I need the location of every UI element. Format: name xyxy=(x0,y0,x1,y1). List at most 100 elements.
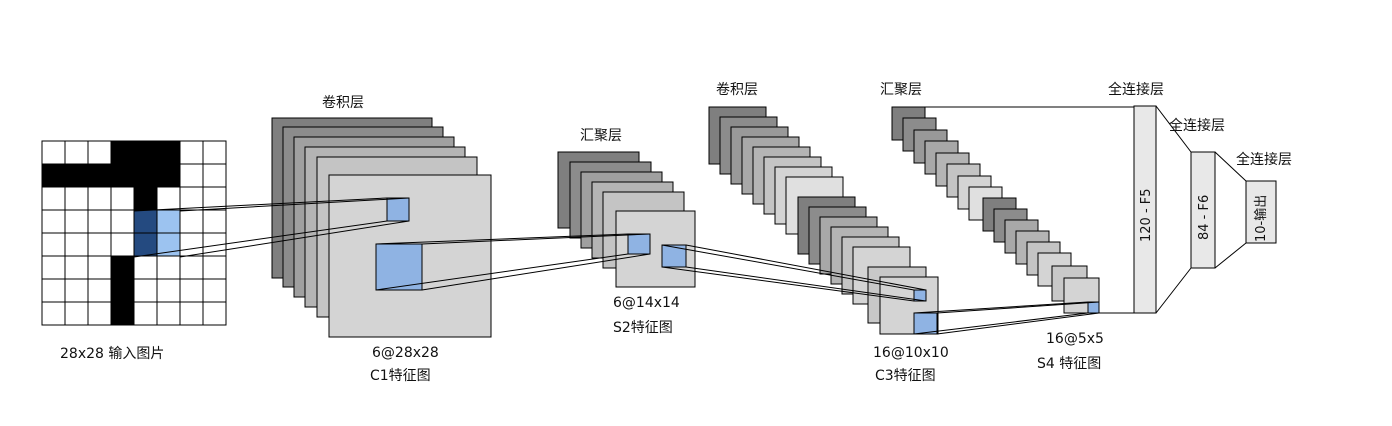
s2-receptive-small xyxy=(627,233,651,255)
c3-receptive-small xyxy=(913,289,927,302)
input-pixel-cell xyxy=(87,140,112,165)
proj-c1-s2-b xyxy=(421,233,651,245)
input-pixel-cell xyxy=(156,186,181,211)
input-pixel-cell xyxy=(110,163,135,188)
s2-feature-map-stack xyxy=(557,151,696,288)
proj-s2-c3-b xyxy=(685,244,927,291)
input-pixel-cell xyxy=(179,232,204,257)
proj-in-c1-b xyxy=(179,197,410,212)
conv2-title: 卷积层 xyxy=(716,82,758,98)
s4-name-label: S4 特征图 xyxy=(1037,356,1101,372)
proj-c1-s2-c xyxy=(375,253,629,291)
f5-label: 120 - F5 xyxy=(1139,188,1154,242)
proj-c1-s2-a xyxy=(375,233,629,245)
s2-name-label: S2特征图 xyxy=(613,320,673,336)
input-pixel-cell xyxy=(133,140,158,165)
input-pixel-cell xyxy=(110,140,135,165)
input-pixel-cell xyxy=(64,163,89,188)
s4-size-label: 16@5x5 xyxy=(1046,331,1104,347)
input-pixel-cell xyxy=(41,278,66,303)
c1-receptive-large xyxy=(375,243,423,291)
f6-to-out-top xyxy=(1214,151,1247,182)
input-pixel-cell xyxy=(133,186,158,211)
f5-to-f6-bottom xyxy=(1155,267,1192,314)
proj-c1-s2-d xyxy=(421,253,651,291)
input-pixel-cell xyxy=(179,186,204,211)
input-pixel-cell xyxy=(41,232,66,257)
input-pixel-cell xyxy=(156,209,181,234)
f6-block xyxy=(1190,151,1216,269)
input-pixel-cell xyxy=(202,209,227,234)
proj-c3-s4-d xyxy=(936,312,1100,335)
s2-receptive-large xyxy=(661,244,687,268)
input-pixel-cell xyxy=(87,163,112,188)
input-pixel-cell xyxy=(133,232,158,257)
input-pixel-cell xyxy=(110,301,135,326)
proj-s2-c3-a xyxy=(661,244,915,291)
proj-s2-c3-d xyxy=(685,266,927,302)
input-pixel-cell xyxy=(156,301,181,326)
fully-connected-layers xyxy=(892,105,1277,314)
input-pixel-cell xyxy=(133,209,158,234)
c3-receptive-large xyxy=(913,312,938,335)
input-pixel-cell xyxy=(179,209,204,234)
input-pixel-cell xyxy=(87,209,112,234)
input-pixel-cell xyxy=(202,301,227,326)
input-pixel-cell xyxy=(87,255,112,280)
proj-c3-s4-a xyxy=(913,301,1089,314)
input-pixel-cell xyxy=(41,301,66,326)
projection-lines xyxy=(133,197,1100,335)
input-pixel-cell xyxy=(202,163,227,188)
s4-receptive xyxy=(1087,301,1100,314)
input-pixel-cell xyxy=(64,255,89,280)
proj-c3-s4-b xyxy=(936,301,1100,314)
fc6-title: 全连接层 xyxy=(1169,117,1225,134)
input-pixel-cell xyxy=(64,140,89,165)
c3-size-label: 16@10x10 xyxy=(873,345,949,361)
input-pixel-cell xyxy=(110,232,135,257)
input-pixel-cell xyxy=(87,278,112,303)
input-pixel-cell xyxy=(41,186,66,211)
s2-size-label: 6@14x14 xyxy=(613,295,680,311)
conv1-title: 卷积层 xyxy=(322,95,364,111)
fc5-title: 全连接层 xyxy=(1108,81,1164,98)
output-label: 10-输出 xyxy=(1253,195,1269,242)
f6-to-out-bottom xyxy=(1214,242,1247,269)
input-pixel-cell xyxy=(202,140,227,165)
input-pixel-cell xyxy=(156,140,181,165)
input-pixel-cell xyxy=(133,255,158,280)
input-label: 28x28 输入图片 xyxy=(60,346,164,362)
input-pixel-cell xyxy=(110,278,135,303)
input-pixel-cell xyxy=(202,255,227,280)
input-pixel-cell xyxy=(64,209,89,234)
input-pixel-cell xyxy=(156,278,181,303)
input-pixel-cell xyxy=(179,301,204,326)
input-pixel-cell xyxy=(179,163,204,188)
input-pixel-cell xyxy=(133,278,158,303)
input-pixel-cell xyxy=(110,255,135,280)
proj-s2-c3-c xyxy=(661,266,915,302)
input-pixel-cell xyxy=(110,186,135,211)
input-pixel-cell xyxy=(87,232,112,257)
input-pixel-cell xyxy=(179,140,204,165)
input-pixel-cell xyxy=(64,232,89,257)
input-pixel-cell xyxy=(156,163,181,188)
input-pixel-cell xyxy=(64,186,89,211)
c1-receptive-small xyxy=(386,197,410,222)
input-pixel-cell xyxy=(41,255,66,280)
f5-block xyxy=(1133,105,1157,314)
output-block xyxy=(1245,180,1277,244)
proj-in-c1-c xyxy=(133,220,388,258)
input-pixel-cell xyxy=(64,301,89,326)
pool1-title: 汇聚层 xyxy=(580,128,622,144)
pool2-title: 汇聚层 xyxy=(880,82,922,98)
proj-c3-s4-c xyxy=(913,312,1089,335)
input-pixel-cell xyxy=(179,278,204,303)
input-image-grid xyxy=(41,140,227,326)
c3-feature-map-stack xyxy=(708,106,939,335)
input-pixel-cell xyxy=(133,301,158,326)
input-pixel-cell xyxy=(41,209,66,234)
proj-in-c1-a xyxy=(133,197,388,212)
input-pixel-cell xyxy=(41,140,66,165)
